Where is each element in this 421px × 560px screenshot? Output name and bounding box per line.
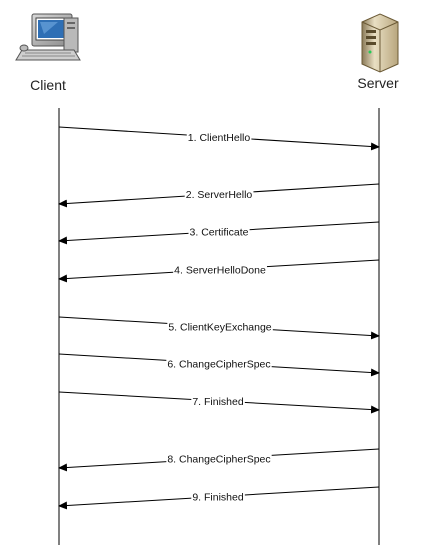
message-label-background xyxy=(167,321,273,334)
message-label: 6. ChangeCipherSpec xyxy=(167,359,270,371)
message-label: 5. ClientKeyExchange xyxy=(168,322,271,334)
message-label-background xyxy=(184,189,254,201)
message-arrow-1: 1. ClientHello xyxy=(58,126,380,151)
message-arrow-3: 3. Certificate xyxy=(58,221,380,245)
message-label-background xyxy=(166,358,272,371)
message-label-background xyxy=(166,453,272,466)
message-label: 2. ServerHello xyxy=(186,189,253,201)
computer-icon xyxy=(15,13,81,61)
message-arrow-2: 2. ServerHello xyxy=(58,183,380,208)
message-label-background xyxy=(191,491,245,504)
message-label: 1. ClientHello xyxy=(188,132,251,144)
message-arrow-8: 8. ChangeCipherSpec xyxy=(58,448,380,472)
server-label: Server xyxy=(357,75,399,91)
message-label: 3. Certificate xyxy=(190,227,249,239)
messages-layer: 1. ClientHello 2. ServerHello 3. Certifica… xyxy=(58,126,380,510)
message-arrow-7: 7. Finished xyxy=(58,391,380,414)
message-label-background xyxy=(186,132,252,144)
client-label: Client xyxy=(30,77,66,93)
message-label-background xyxy=(173,264,267,277)
message-arrow-5: 5. ClientKeyExchange xyxy=(58,316,380,340)
message-label-background xyxy=(188,226,250,239)
message-label: 8. ChangeCipherSpec xyxy=(167,454,270,466)
message-label: 4. ServerHelloDone xyxy=(174,264,266,276)
message-label: 7. Finished xyxy=(192,396,244,408)
message-arrow-9: 9. Finished xyxy=(58,486,380,510)
message-arrow-4: 4. ServerHelloDone xyxy=(58,259,380,283)
message-arrow-6: 6. ChangeCipherSpec xyxy=(58,353,380,377)
message-label: 9. Finished xyxy=(192,492,244,504)
server-tower-icon xyxy=(361,13,399,73)
message-label-background xyxy=(191,395,245,408)
